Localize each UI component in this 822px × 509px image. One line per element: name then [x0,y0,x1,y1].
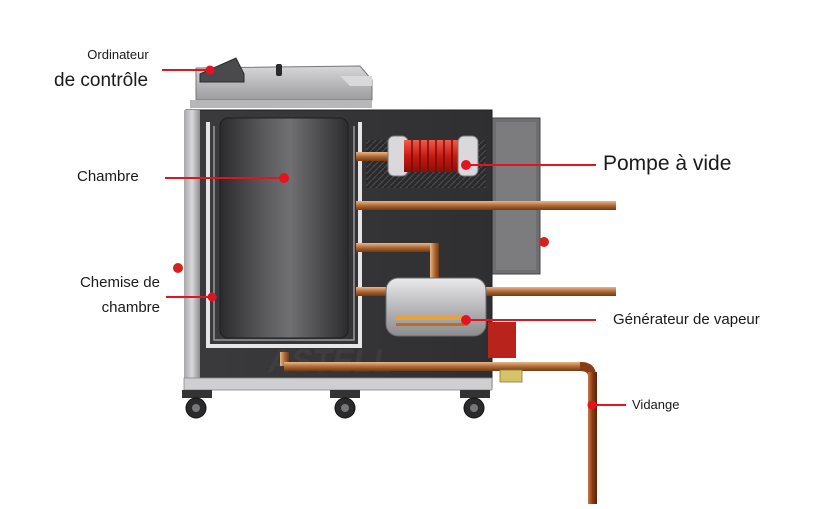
vacuum-pump [404,140,460,172]
label-chambre: Chambre [77,168,139,185]
drain-horizontal [284,362,586,371]
leader-lines [162,65,626,410]
generator-heater-box [488,322,516,358]
lid-knob [276,64,282,76]
leader-pompe-dot [461,160,471,170]
label-vidange: Vidange [632,397,680,412]
pump-fins [411,140,453,172]
label-ordinateur-line1: Ordinateur [87,47,149,62]
pipe-outlet-lower [486,287,616,296]
steam-generator [385,277,487,337]
pipe-to-generator-down [430,243,439,279]
chamber-jacket [206,122,362,348]
label-chemise-line1: Chemise de [79,274,160,291]
leader-vidange-dot [587,400,597,410]
rear-red-button [539,237,549,247]
pump-cap-right [457,135,479,177]
pipe-generator-inlet [356,287,386,296]
leader-chemise-dot [207,292,217,302]
wheels [182,390,490,419]
rear-module-face [496,122,536,270]
base-skirt [183,377,493,391]
leader-ordinateur-dot [205,65,215,75]
chamber-jacket-inner [213,126,355,341]
label-chemise-line2: chambre [101,299,160,316]
control-computer [199,57,245,83]
pipe-to-pump [356,152,390,161]
label-generateur: Générateur de vapeur [613,311,760,328]
lid-rim [190,100,372,108]
label-pompe: Pompe à vide [603,152,732,175]
pipe-to-generator-top [356,243,436,252]
leader-chambre-dot [279,173,289,183]
label-ordinateur-line2: de contrôle [54,70,149,91]
heating-element-2 [396,323,468,326]
drain-valve [499,369,523,383]
drain-down [280,352,289,366]
leader-generateur-dot [461,315,471,325]
front-red-button [173,263,183,273]
drain-vertical [588,372,597,504]
lid-handle [340,76,372,86]
pipe-outlet-upper [356,201,616,210]
heating-element [396,316,468,320]
chamber [219,117,349,339]
side-panel [184,110,200,388]
